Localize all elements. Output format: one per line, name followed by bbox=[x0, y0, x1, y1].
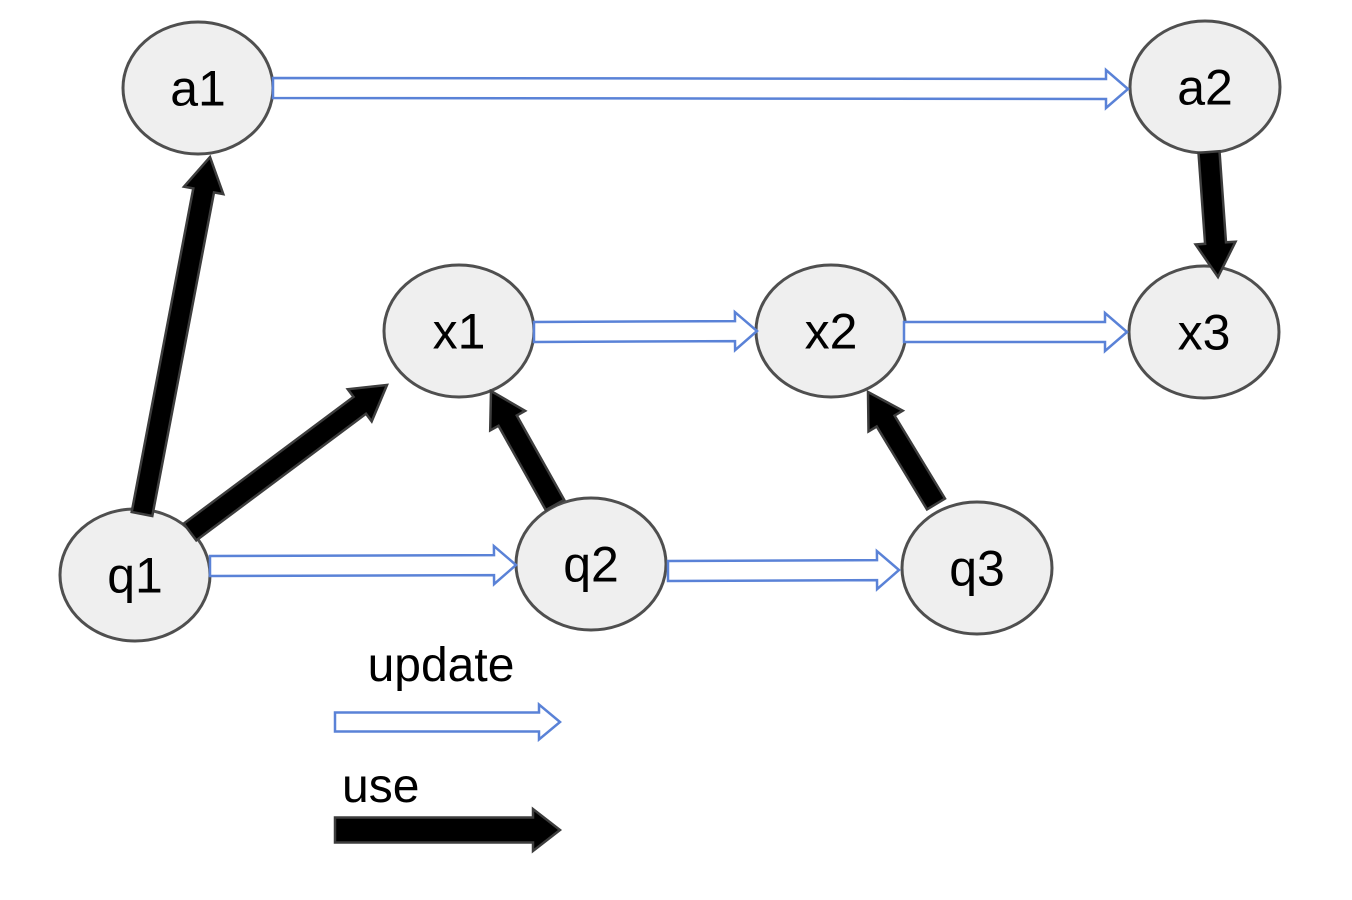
edge-use-a2-x3 bbox=[1193, 149, 1238, 280]
node-a2-label: a2 bbox=[1177, 60, 1233, 116]
edge-use-q2-x1 bbox=[488, 388, 566, 512]
edge-update-x2-x3 bbox=[902, 310, 1129, 354]
legend-use-label: use bbox=[342, 760, 419, 813]
edge-update-q2-q3 bbox=[666, 548, 901, 592]
edge-use-q1-x1 bbox=[181, 383, 389, 543]
edge-use-q3-x2 bbox=[866, 389, 947, 512]
edge-use-q1-a1 bbox=[130, 154, 226, 518]
legend-update-label: update bbox=[368, 639, 515, 692]
edge-update-q1-q2 bbox=[208, 543, 518, 587]
node-x3-circle bbox=[1127, 264, 1281, 400]
node-q3-circle bbox=[900, 500, 1054, 636]
node-a1-label: a1 bbox=[170, 61, 226, 117]
edges-layer bbox=[130, 67, 1238, 592]
node-q1-label: q1 bbox=[107, 548, 163, 604]
node-q3-label: q3 bbox=[949, 541, 1005, 597]
node-x3-label: x3 bbox=[1178, 305, 1231, 361]
legend-use-arrow-icon bbox=[333, 806, 563, 854]
node-q2-label: q2 bbox=[563, 537, 619, 593]
nodes-layer: a1 a2 x1 x2 x3 q1 q2 q3 bbox=[58, 19, 1282, 643]
legend: update use bbox=[333, 639, 563, 854]
edge-update-x1-x2 bbox=[532, 309, 759, 353]
legend-update-arrow-icon bbox=[333, 701, 562, 743]
node-x1-label: x1 bbox=[433, 304, 486, 360]
node-x2-label: x2 bbox=[805, 304, 858, 360]
edge-update-a1-a2 bbox=[271, 67, 1130, 111]
